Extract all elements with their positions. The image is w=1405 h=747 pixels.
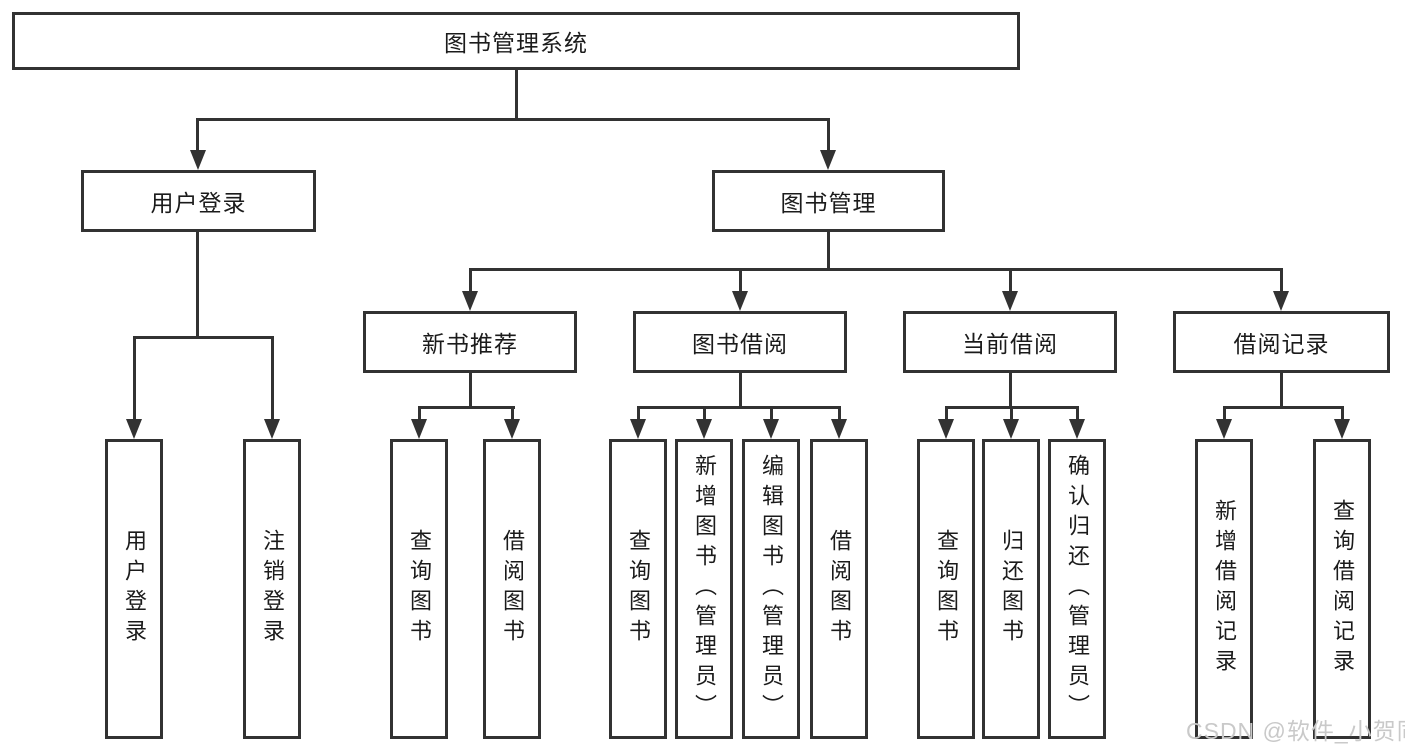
node-leaf-add-borrow-record: 新增借阅记录 <box>1195 439 1253 739</box>
arrow-down-icon <box>1069 419 1085 439</box>
node-leaf-query-books-2: 查询图书 <box>609 439 667 739</box>
connector-book-mgmt-shaft-4 <box>1280 268 1283 294</box>
connector-g3-shaft-3 <box>1076 406 1079 422</box>
connector-g2-stem <box>739 373 742 406</box>
node-user-login: 用户登录 <box>81 170 316 232</box>
node-leaf-user-login: 用户登录 <box>105 439 163 739</box>
connector-user-login-shaft-2 <box>271 336 274 420</box>
connector-user-login-stem <box>196 232 199 336</box>
arrow-down-icon <box>411 419 427 439</box>
node-leaf-query-borrow-record: 查询借阅记录 <box>1313 439 1371 739</box>
arrow-down-icon <box>1003 419 1019 439</box>
connector-g4-shaft-2 <box>1341 406 1344 422</box>
connector-g1-shaft-1 <box>418 406 421 422</box>
connector-root-shaft-right <box>827 118 830 154</box>
connector-book-mgmt-shaft-3 <box>1009 268 1012 294</box>
node-leaf-borrow-books-1: 借阅图书 <box>483 439 541 739</box>
arrow-down-icon <box>831 419 847 439</box>
arrow-down-icon <box>763 419 779 439</box>
arrow-down-icon <box>696 419 712 439</box>
arrow-down-icon <box>264 419 280 439</box>
connector-g2-shaft-1 <box>637 406 640 422</box>
node-leaf-borrow-books-2: 借阅图书 <box>810 439 868 739</box>
arrow-down-icon <box>1334 419 1350 439</box>
connector-g4-hline <box>1223 406 1344 409</box>
arrow-down-icon <box>504 419 520 439</box>
csdn-watermark: CSDN @软件_小贺同学 <box>1186 718 1405 744</box>
arrow-down-icon <box>732 291 748 311</box>
node-book-borrowing: 图书借阅 <box>633 311 847 373</box>
connector-book-mgmt-hline <box>469 268 1283 271</box>
connector-user-login-hline <box>133 336 273 339</box>
node-leaf-query-books-1: 查询图书 <box>390 439 448 739</box>
node-leaf-logout: 注销登录 <box>243 439 301 739</box>
connector-g2-shaft-2 <box>703 406 706 422</box>
connector-g4-shaft-1 <box>1223 406 1226 422</box>
arrow-down-icon <box>1273 291 1289 311</box>
connector-root-hline <box>196 118 830 121</box>
node-book-management: 图书管理 <box>712 170 945 232</box>
connector-g2-shaft-4 <box>838 406 841 422</box>
arrow-down-icon <box>1002 291 1018 311</box>
connector-book-mgmt-shaft-1 <box>469 268 472 294</box>
node-borrowing-records: 借阅记录 <box>1173 311 1390 373</box>
connector-g3-stem <box>1009 373 1012 406</box>
node-new-book-recommend: 新书推荐 <box>363 311 577 373</box>
connector-book-mgmt-stem <box>827 232 830 268</box>
node-leaf-query-books-3: 查询图书 <box>917 439 975 739</box>
connector-g2-shaft-3 <box>770 406 773 422</box>
connector-book-mgmt-shaft-2 <box>739 268 742 294</box>
connector-g1-stem <box>469 373 472 406</box>
connector-g1-shaft-2 <box>511 406 514 422</box>
node-leaf-return-books: 归还图书 <box>982 439 1040 739</box>
arrow-down-icon <box>630 419 646 439</box>
node-leaf-edit-books-admin: 编辑图书（管理员） <box>742 439 800 739</box>
connector-g1-hline <box>418 406 515 409</box>
node-leaf-add-books-admin: 新增图书（管理员） <box>675 439 733 739</box>
connector-g4-stem <box>1280 373 1283 406</box>
arrow-down-icon <box>938 419 954 439</box>
arrow-down-icon <box>190 150 206 170</box>
connector-root-shaft-left <box>196 118 199 154</box>
node-current-borrowing: 当前借阅 <box>903 311 1117 373</box>
arrow-down-icon <box>820 150 836 170</box>
connector-user-login-shaft-1 <box>133 336 136 420</box>
connector-root-stem <box>515 70 518 118</box>
arrow-down-icon <box>126 419 142 439</box>
arrow-down-icon <box>462 291 478 311</box>
arrow-down-icon <box>1216 419 1232 439</box>
node-library-management-system: 图书管理系统 <box>12 12 1020 70</box>
connector-g2-hline <box>637 406 841 409</box>
node-leaf-confirm-return-admin: 确认归还（管理员） <box>1048 439 1106 739</box>
connector-g3-shaft-1 <box>945 406 948 422</box>
connector-g3-shaft-2 <box>1010 406 1013 422</box>
